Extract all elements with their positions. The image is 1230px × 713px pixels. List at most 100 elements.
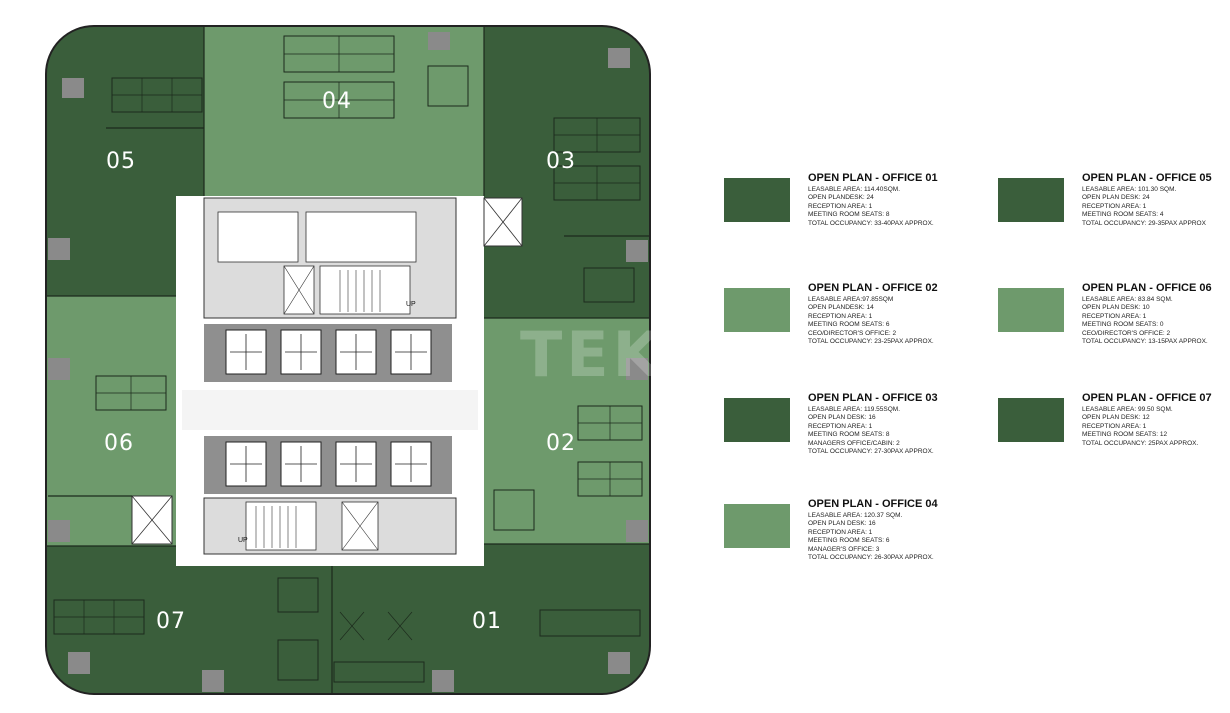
- legend-office-06: OPEN PLAN - OFFICE 06 LEASABLE AREA: 83.…: [998, 282, 1230, 392]
- office-zone-03: [484, 26, 650, 318]
- office-zone-07: [46, 546, 332, 694]
- stair-upper: [319, 265, 411, 315]
- zone-label-03: 03: [546, 149, 576, 174]
- zone-label-02: 02: [546, 431, 576, 456]
- legend-line: RECEPTION AREA: 1: [808, 202, 873, 210]
- stair-up-label-lower: UP: [238, 537, 248, 544]
- column: [48, 358, 70, 380]
- column: [202, 670, 224, 692]
- zone-label-01: 01: [472, 609, 502, 634]
- legend-line: LEASABLE AREA: 114.40SQM.: [808, 186, 901, 193]
- column: [608, 652, 630, 674]
- legend-line: OPEN PLAN DESK: 16: [808, 520, 876, 528]
- legend-line: RECEPTION AREA: 1: [808, 312, 873, 320]
- legend-line: MEETING ROOM SEATS: 0: [1082, 321, 1164, 329]
- stair-lower: [245, 501, 317, 551]
- legend-line: CEO/DIRECTOR'S OFFICE: 2: [1082, 329, 1171, 337]
- desk-cluster: [539, 609, 641, 637]
- legend-line: OPEN PLAN DESK: 24: [1082, 194, 1150, 202]
- legend-line: LEASABLE AREA: 101.30 SQM.: [1082, 186, 1177, 193]
- legend-line: RECEPTION AREA: 1: [808, 422, 873, 430]
- legend-office-03: OPEN PLAN - OFFICE 03 LEASABLE AREA: 119…: [724, 392, 974, 502]
- legend-title: OPEN PLAN - OFFICE 01: [808, 172, 938, 184]
- building-outline: [45, 25, 651, 695]
- stair-up-label-upper: UP: [406, 301, 416, 308]
- legend-swatch: [998, 398, 1064, 442]
- legend-title: OPEN PLAN - OFFICE 02: [808, 282, 938, 294]
- legend-line: MEETING ROOM SEATS: 6: [808, 321, 890, 329]
- desk-cluster: [583, 267, 635, 303]
- legend-line: RECEPTION AREA: 1: [1082, 202, 1147, 210]
- legend-swatch: [724, 504, 790, 548]
- legend-swatch: [998, 288, 1064, 332]
- legend-title: OPEN PLAN - OFFICE 04: [808, 498, 938, 510]
- legend-office-04: OPEN PLAN - OFFICE 04 LEASABLE AREA: 120…: [724, 498, 974, 608]
- legend-title: OPEN PLAN - OFFICE 05: [1082, 172, 1212, 184]
- legend-office-05: OPEN PLAN - OFFICE 05 LEASABLE AREA: 101…: [998, 172, 1230, 282]
- legend-title: OPEN PLAN - OFFICE 07: [1082, 392, 1212, 404]
- legend-line: MEETING ROOM SEATS: 4: [1082, 211, 1164, 219]
- zone-label-04: 04: [322, 89, 352, 114]
- legend-line: TOTAL OCCUPANCY: 25pax approx.: [1082, 439, 1199, 447]
- legend-office-01: OPEN PLAN - OFFICE 01 LEASABLE AREA: 114…: [724, 172, 974, 282]
- legend-swatch: [724, 288, 790, 332]
- legend-line: MANAGER'S OFFICE: 3: [808, 545, 880, 553]
- desk-cluster: [427, 65, 469, 107]
- legend-swatch: [724, 178, 790, 222]
- legend-line: RECEPTION AREA: 1: [1082, 422, 1147, 430]
- legend-line: MEETING ROOM SEATS: 8: [808, 211, 890, 219]
- column: [48, 238, 70, 260]
- legend-office-02: OPEN PLAN - OFFICE 02 LEASABLE AREA:97.8…: [724, 282, 974, 392]
- legend-line: MEETING ROOM SEATS: 12: [1082, 431, 1168, 439]
- floor-plan: UP: [45, 25, 651, 695]
- legend-line: OPEN PLAN DESK: 10: [1082, 304, 1150, 312]
- legend-line: RECEPTION AREA: 1: [1082, 312, 1147, 320]
- legend-line: LEASABLE AREA: 99.50 SQM.: [1082, 406, 1173, 413]
- legend-line: OPEN PLANDESK: 14: [808, 304, 874, 312]
- legend-line: TOTAL OCCUPANCY: 27-30PAX APPROX.: [808, 448, 934, 456]
- zone-label-05: 05: [106, 149, 136, 174]
- legend-line: MANAGERS OFFICE/CABIN: 2: [808, 439, 900, 447]
- column: [48, 520, 70, 542]
- legend-title: OPEN PLAN - OFFICE 03: [808, 392, 938, 404]
- column: [432, 670, 454, 692]
- watermark: TEKCE: [520, 318, 758, 391]
- column: [62, 78, 84, 98]
- legend-line: TOTAL OCCUPANCY: 13-15pax approx.: [1082, 338, 1208, 346]
- desk-cluster: [277, 577, 319, 613]
- desk-cluster: [493, 489, 535, 531]
- office-zone-02: [484, 318, 650, 544]
- legend-title: OPEN PLAN - OFFICE 06: [1082, 282, 1212, 294]
- column: [68, 652, 90, 674]
- desk-cluster: [277, 639, 319, 681]
- legend-office-07: OPEN PLAN - OFFICE 07 LEASABLE AREA: 99.…: [998, 392, 1230, 502]
- legend-line: OPEN PLANDESK: 24: [808, 194, 874, 202]
- column: [608, 48, 630, 68]
- legend-line: CEO/DIRECTOR'S OFFICE: 2: [808, 329, 897, 337]
- legend-line: TOTAL OCCUPANCY: 26-30pax approx.: [808, 554, 934, 562]
- legend-line: LEASABLE AREA: 119.55SQM.: [808, 406, 901, 413]
- legend-swatch: [998, 178, 1064, 222]
- zone-label-06: 06: [104, 431, 134, 456]
- legend-line: LEASABLE AREA: 120.37 SQM.: [808, 512, 903, 519]
- service-block-lower: [203, 497, 457, 555]
- legend-line: LEASABLE AREA: 83.84 SQM.: [1082, 296, 1173, 303]
- legend-line: MEETING ROOM SEATS: 8: [808, 431, 890, 439]
- legend-swatch: [724, 398, 790, 442]
- legend-line: RECEPTION AREA: 1: [808, 528, 873, 536]
- legend-line: TOTAL OCCUPANCY: 29-35pax approx: [1082, 219, 1206, 227]
- legend-line: MEETING ROOM SEATS: 6: [808, 537, 890, 545]
- legend-line: OPEN PLAN DESK: 16: [808, 414, 876, 422]
- zone-label-07: 07: [156, 609, 186, 634]
- legend-line: TOTAL OCCUPANCY: 33-40pax approx.: [808, 219, 934, 227]
- legend-line: OPEN PLAN DESK: 12: [1082, 414, 1150, 422]
- office-zone-01: [332, 544, 650, 694]
- column: [626, 358, 648, 380]
- legend-line: LEASABLE AREA:97.85SQM: [808, 296, 894, 303]
- legend-line: TOTAL OCCUPANCY: 23-25pax approx.: [808, 338, 934, 346]
- column: [626, 240, 648, 262]
- column: [626, 520, 648, 542]
- desk-cluster: [333, 661, 425, 683]
- core-corridor: [182, 390, 478, 430]
- column: [428, 32, 450, 50]
